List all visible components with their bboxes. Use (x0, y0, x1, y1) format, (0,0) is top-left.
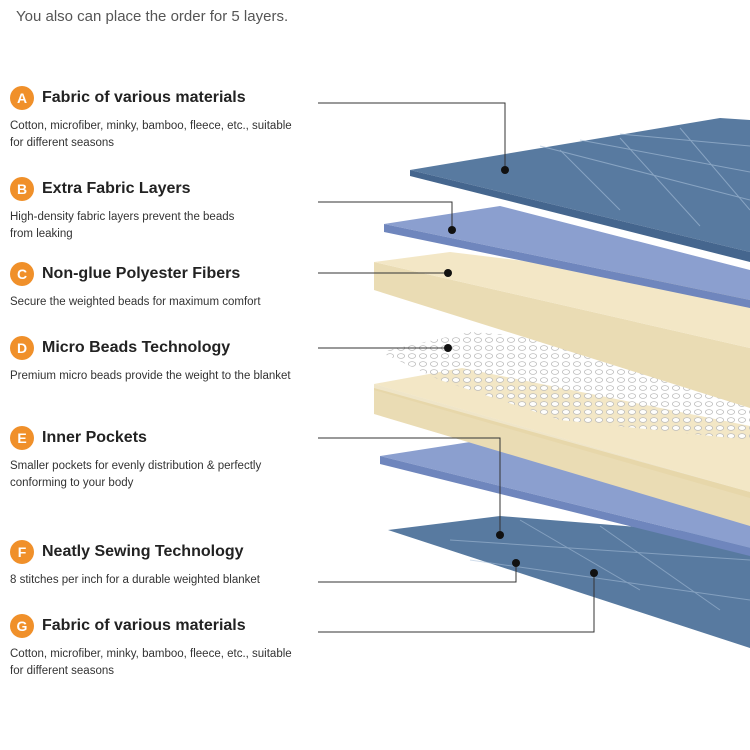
badge-f: F (10, 540, 34, 564)
layer-item-b: B Extra Fabric Layers High-density fabri… (10, 177, 310, 243)
badge-a: A (10, 86, 34, 110)
layer-f-fabric (380, 442, 750, 556)
leader-line-e (318, 437, 501, 535)
leader-line-a (318, 102, 506, 170)
layer-item-c: C Non-glue Polyester Fibers Secure the w… (10, 262, 310, 311)
badge-d: D (10, 336, 34, 360)
leader-dot-a (501, 166, 509, 174)
layer-c-fibers (374, 252, 750, 408)
layer-title-c: Non-glue Polyester Fibers (42, 265, 241, 282)
layer-a-fabric (410, 118, 750, 262)
layer-item-d: D Micro Beads Technology Premium micro b… (10, 336, 310, 385)
layer-desc-e: Smaller pockets for evenly distribution … (10, 460, 262, 489)
leader-dots (444, 166, 598, 577)
leader-dot-f (512, 559, 520, 567)
layer-item-f: F Neatly Sewing Technology 8 stitches pe… (10, 540, 310, 589)
leader-dot-e (496, 531, 504, 539)
layer-desc-c: Secure the weighted beads for maximum co… (10, 296, 261, 308)
layer-title-f: Neatly Sewing Technology (42, 543, 244, 560)
leader-dot-c (444, 269, 452, 277)
layer-item-e: E Inner Pockets Smaller pockets for even… (10, 426, 310, 492)
layer-e-fibers (374, 368, 750, 526)
leader-dot-d (444, 344, 452, 352)
layer-desc-f: 8 stitches per inch for a durable weight… (10, 574, 260, 586)
leader-dot-g (590, 569, 598, 577)
leader-line-b (318, 201, 453, 230)
badge-b: B (10, 177, 34, 201)
layer-title-g: Fabric of various materials (42, 617, 246, 634)
intro-text: You also can place the order for 5 layer… (16, 8, 289, 25)
layer-desc-g: Cotton, microfiber, minky, bamboo, fleec… (10, 648, 292, 677)
layer-item-a: A Fabric of various materials Cotton, mi… (10, 86, 310, 152)
leader-lines (318, 102, 595, 633)
layer-desc-b: High-density fabric layers prevent the b… (10, 211, 235, 240)
badge-c: C (10, 262, 34, 286)
badge-g: G (10, 614, 34, 638)
layer-item-g: G Fabric of various materials Cotton, mi… (10, 614, 310, 680)
layer-title-d: Micro Beads Technology (42, 339, 231, 356)
layer-title-b: Extra Fabric Layers (42, 180, 191, 197)
badge-e: E (10, 426, 34, 450)
layer-b-fabric (384, 206, 750, 308)
layer-desc-d: Premium micro beads provide the weight t… (10, 370, 291, 382)
layer-title-a: Fabric of various materials (42, 89, 246, 106)
leader-line-f (318, 563, 517, 583)
layer-desc-a: Cotton, microfiber, minky, bamboo, fleec… (10, 120, 292, 149)
layer-title-e: Inner Pockets (42, 429, 147, 446)
leader-dot-b (448, 226, 456, 234)
leader-line-g (318, 573, 595, 633)
